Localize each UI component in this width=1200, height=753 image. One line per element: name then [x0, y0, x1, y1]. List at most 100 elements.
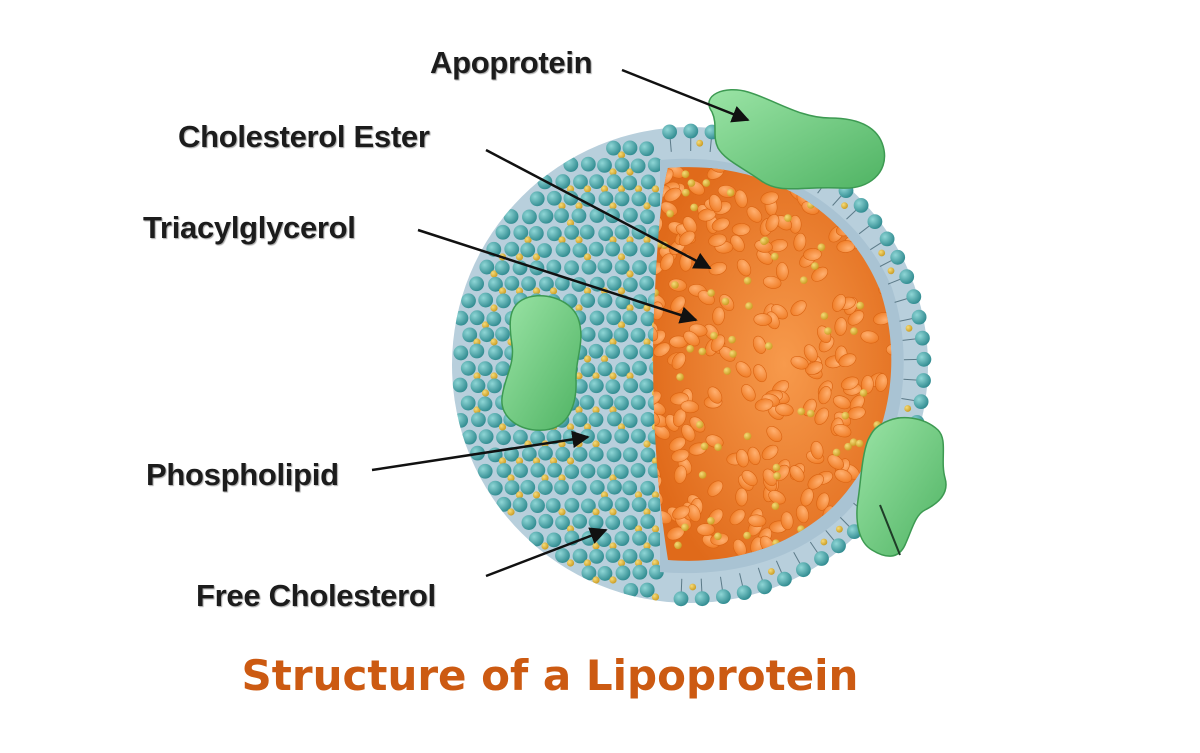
cholesterol-ester-dot [844, 442, 852, 451]
cholesterol-ester-dot [702, 179, 711, 187]
triacylglycerol-oval [711, 217, 730, 232]
cholesterol-ester-dot [681, 523, 689, 532]
free-cholesterol-dot [566, 185, 575, 193]
phospholipid-head [555, 174, 571, 189]
phospholipid-head [504, 275, 520, 291]
triacylglycerol-oval [754, 398, 774, 412]
phospholipid-head [796, 562, 811, 578]
triacylglycerol-oval [803, 248, 822, 261]
cholesterol-ester-dot [721, 297, 730, 306]
free-cholesterol-dot [600, 185, 609, 193]
triacylglycerol-oval [814, 407, 829, 425]
phospholipid-head [588, 515, 604, 530]
free-cholesterol-dot [583, 253, 592, 261]
phospholipid-head [606, 174, 622, 190]
triacylglycerol-oval [765, 214, 780, 232]
phospholipid-head [694, 591, 710, 607]
phospholipid-head [478, 292, 494, 308]
triacylglycerol-oval [729, 509, 746, 526]
triacylglycerol-oval [775, 262, 789, 281]
free-cholesterol-dot [583, 185, 592, 193]
triacylglycerol-oval [833, 395, 851, 410]
cholesterol-ester-dot [674, 541, 682, 550]
cholesterol-ester-dot [686, 345, 694, 353]
triacylglycerol-oval [810, 441, 824, 460]
cholesterol-ester-dot [743, 531, 751, 540]
phospholipid-head [469, 310, 485, 326]
free-cholesterol-dot [575, 304, 583, 312]
free-cholesterol-dot [651, 593, 660, 601]
phospholipid-head [614, 259, 630, 275]
phospholipid-head [462, 327, 478, 343]
phospholipid-head [613, 464, 629, 480]
phospholipid-head [606, 411, 622, 427]
free-cholesterol-arrow [485, 527, 608, 578]
free-cholesterol-dot [592, 576, 600, 584]
phospholipid-head [555, 242, 571, 258]
cholesterol-ester-dot [820, 312, 829, 320]
phospholipid-head [597, 293, 613, 308]
free-cholesterol-dot [634, 185, 643, 193]
free-cholesterol-dot [583, 355, 592, 363]
free-cholesterol-dot [558, 508, 566, 516]
phospholipid-head [496, 293, 511, 309]
phospholipid-head [640, 311, 656, 327]
free-cholesterol-dot [609, 542, 617, 550]
triacylglycerol-oval [681, 424, 696, 442]
phospholipid-head [453, 310, 469, 326]
phospholipid-head [596, 532, 612, 547]
phospholipid-head [639, 548, 654, 563]
free-cholesterol-dot [583, 559, 592, 567]
phospholipid-head [580, 327, 596, 342]
free-cholesterol-dot [626, 270, 634, 278]
phospholipid-head [512, 429, 528, 445]
phospholipid-head [647, 157, 663, 173]
apoprotein-left [501, 295, 582, 431]
cholesterol-ester-dot [772, 463, 781, 472]
phospholipid-head [622, 277, 638, 293]
phospholipid-head [488, 276, 503, 292]
phospholipid-head [469, 343, 485, 359]
triacylglycerol-oval [760, 191, 779, 205]
phospholipid-head [614, 191, 630, 207]
phospholipid-head [581, 565, 597, 581]
phospholipid-head [622, 515, 638, 531]
cholesterol-ester-dot [666, 209, 674, 218]
triacylglycerol-oval [803, 344, 818, 363]
phospholipid-head [662, 124, 677, 140]
cholesterol-ester-dot [710, 331, 718, 340]
phospholipid-head [564, 260, 579, 276]
phospholipid-layer [452, 140, 668, 601]
cholesterol-ester-dot [696, 420, 704, 429]
triacylglycerol-oval [672, 505, 690, 520]
phospholipid-head [555, 446, 571, 462]
phospholipid-head [477, 463, 493, 479]
phospholipid-head [530, 498, 545, 513]
phospholipid-head [521, 515, 537, 530]
phospholipid-head [683, 123, 699, 139]
cholesterol-ester-dot [800, 276, 808, 285]
phospholipid-head [589, 208, 605, 223]
phospholipid-head [640, 480, 656, 496]
phospholipid-head [890, 249, 906, 265]
triacylglycerol-oval [761, 444, 779, 460]
phospholipid-head [453, 413, 469, 428]
phospholipid-head [614, 531, 630, 546]
diagram-title: Structure of a Lipoprotein [241, 651, 859, 700]
phospholipid-head [916, 373, 931, 388]
free-cholesterol-dot [490, 338, 498, 346]
free-cholesterol-dot [820, 538, 828, 546]
cholesterol-ester-dot [817, 243, 826, 252]
cholesterol-ester-dot [690, 203, 698, 212]
free-cholesterol-dot [583, 423, 592, 431]
triacylglycerol-oval [846, 552, 864, 561]
phospholipid-head [580, 156, 596, 172]
cholesterol-ester-dot [855, 439, 864, 448]
phospholipid-head [478, 429, 494, 444]
free-cholesterol-dot [643, 202, 651, 210]
triacylglycerol-oval [741, 470, 758, 487]
phospholipid-head [736, 585, 752, 600]
cholesterol-ester-dot [806, 409, 815, 418]
phospholipid-head [495, 224, 511, 240]
cholesterol-ester-dot [671, 281, 679, 289]
